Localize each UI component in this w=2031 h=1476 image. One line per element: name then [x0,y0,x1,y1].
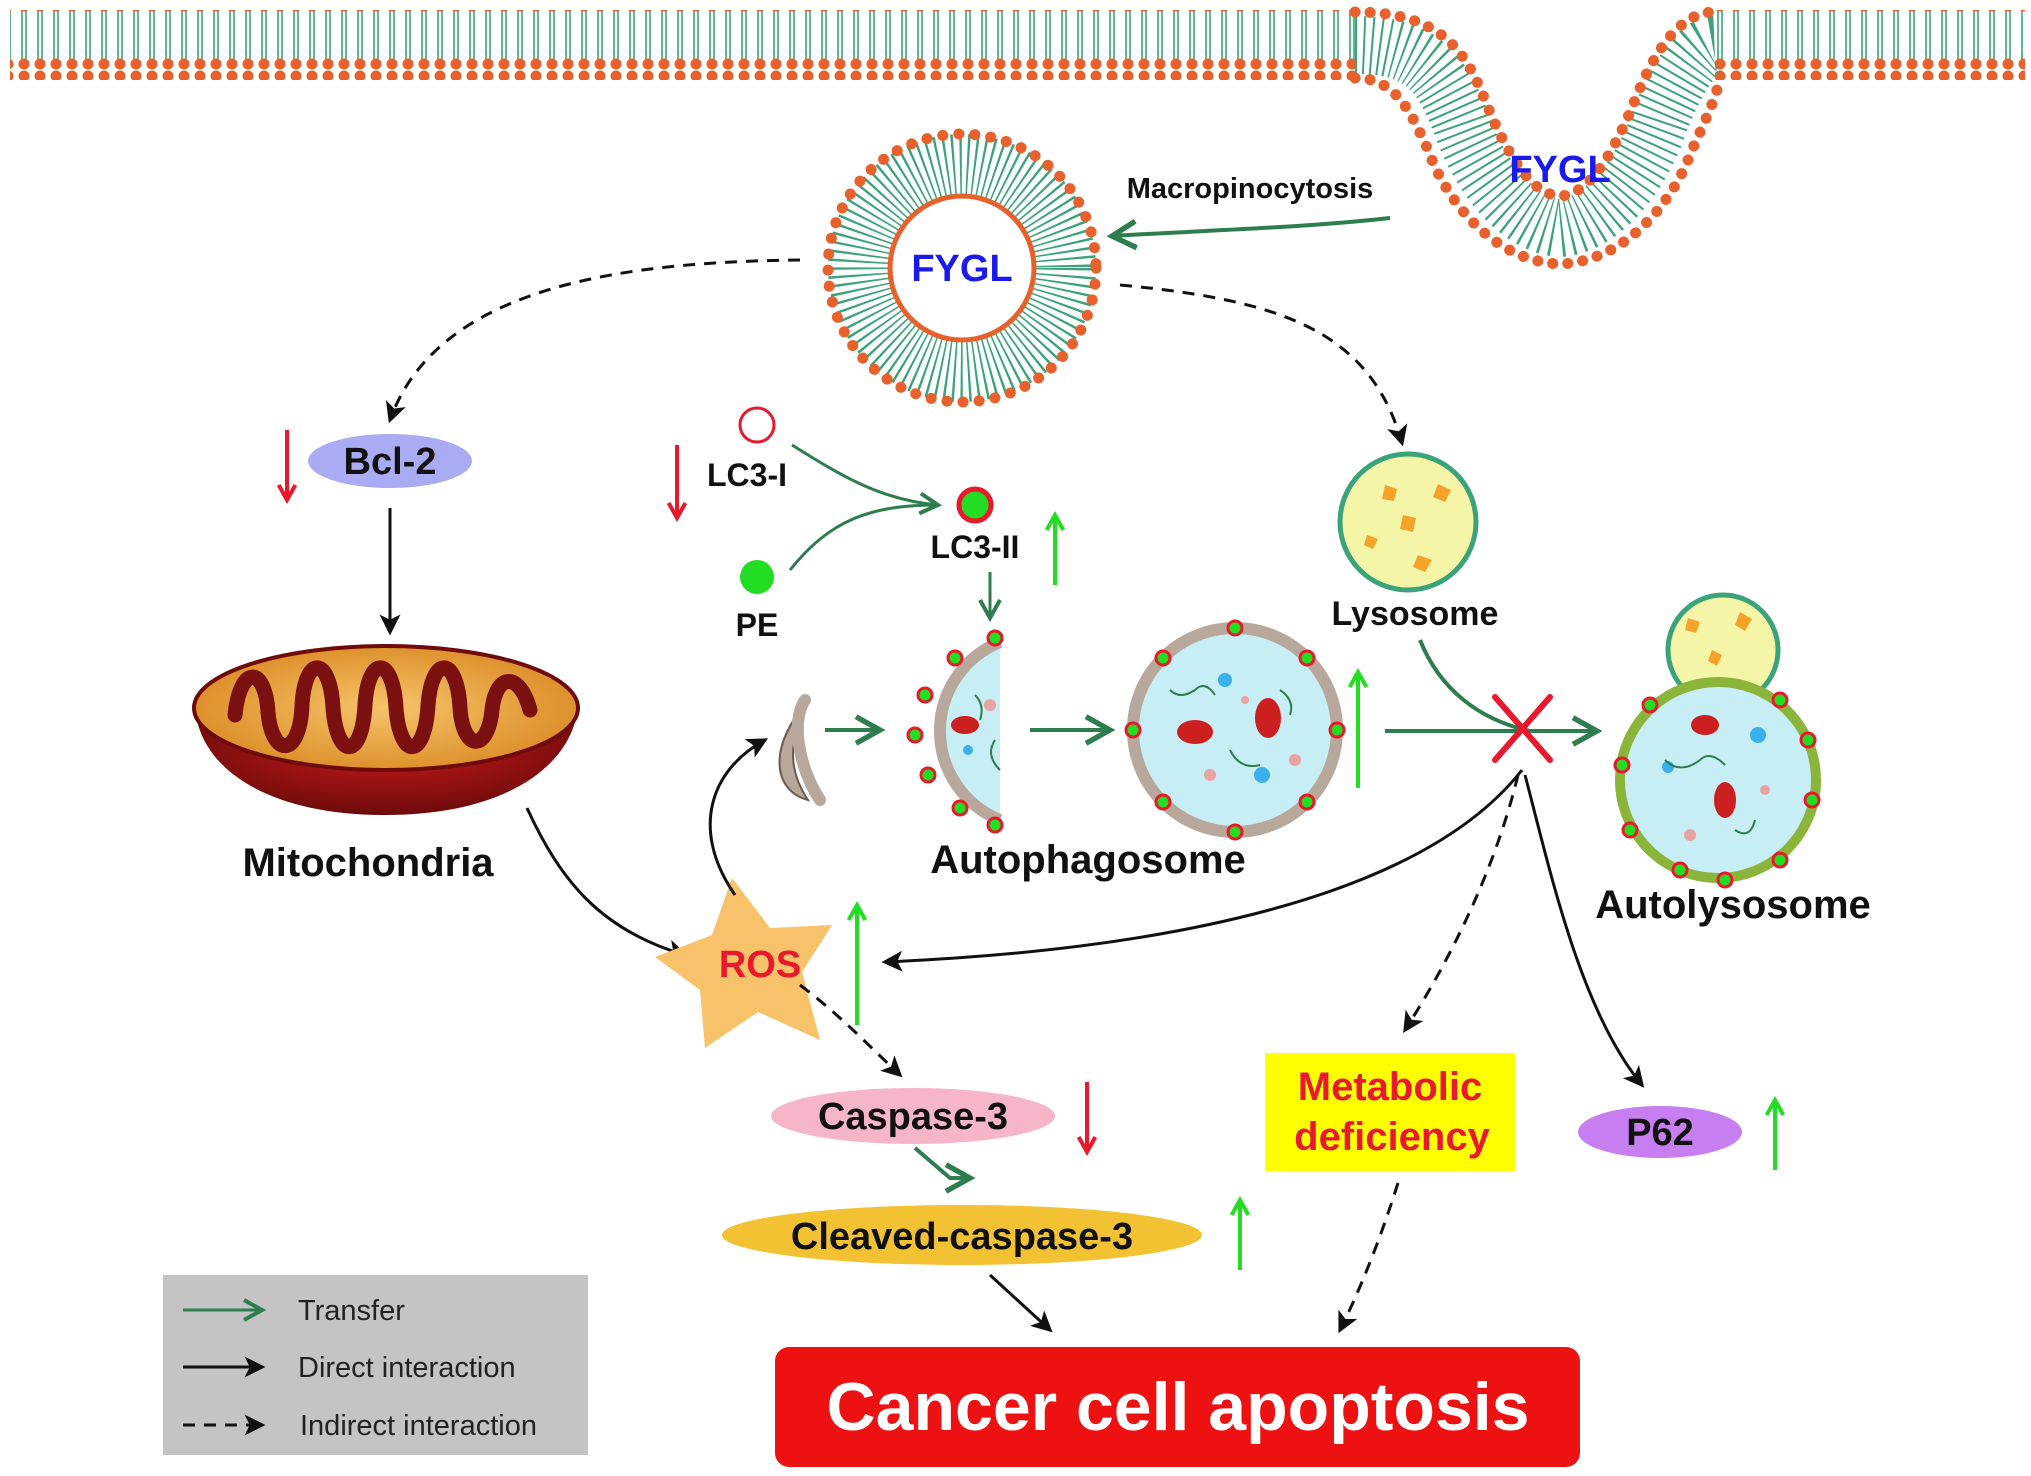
cleaved-caspase3-ellipse [722,1205,1202,1265]
lysosome-label: Lysosome [1332,595,1499,633]
blocked-x-icon [1492,694,1553,763]
cleaved-to-apoptosis-arrow [988,1273,1053,1333]
ros-star [655,878,832,1048]
autolysosome-label: Autolysosome [1595,883,1871,927]
legend-direct-label: Direct interaction [298,1352,516,1384]
lc3i-circle [738,406,776,444]
bcl2-label: Bcl-2 [344,441,437,483]
legend: Transfer Direct interaction Indirect int… [163,1275,588,1455]
caspase3-label: Caspase-3 [818,1096,1008,1138]
autolysosome-icon [1613,592,1821,889]
metabolic-line1-label: Metabolic [1298,1065,1482,1109]
pe-to-lc3ii-arrow [788,503,939,571]
plasma-membrane: FYGL [10,6,2025,270]
vesicle-to-lysosome-arrow [1119,283,1408,447]
lc3i-to-lc3ii-arrow [791,443,938,505]
metabolic-line2-label: deficiency [1294,1115,1490,1159]
bcl2-ellipse [308,434,472,488]
pe-circle [740,560,774,594]
fygl-vesicle-label: FYGL [911,248,1012,290]
lysosome-icon [1337,451,1479,593]
macropinocytosis-arrow [1112,216,1391,236]
apoptosis-box [775,1347,1580,1467]
block-to-ros-arrow [881,769,1524,972]
lc3i-label: LC3-I [707,457,787,493]
fygl-vesicle: FYGL [822,128,1102,408]
macropinocytosis-label: Macropinocytosis [1127,173,1374,205]
cleaved-caspase3-label: Cleaved-caspase-3 [791,1216,1133,1258]
lc3ii-circle [956,486,994,524]
caspase3-ellipse [771,1088,1055,1144]
autophagosome-label: Autophagosome [930,838,1246,882]
block-to-p62-arrow [1523,774,1645,1088]
ros-to-caspase3-arrow [799,983,903,1078]
ros-label: ROS [719,944,801,986]
legend-transfer-label: Transfer [298,1295,405,1327]
block-to-metabolic-arrow [1403,774,1520,1033]
fygl-membrane-label: FYGL [1509,149,1610,191]
caspase3-to-cleaved-arrow [913,1146,970,1178]
vesicle-to-bcl2-arrow [386,258,801,424]
apoptosis-label: Cancer cell apoptosis [827,1369,1530,1445]
half-autophagosome [906,629,1004,834]
metabolic-deficiency-box [1265,1053,1515,1171]
pe-label: PE [736,607,779,643]
metabolic-to-apoptosis-arrow [1338,1182,1400,1334]
autophagosome-icon [1124,619,1346,841]
ros-to-phagophore-arrow [708,738,769,896]
lysosome-fusion-arrow [1418,639,1531,733]
legend-indirect-label: Indirect interaction [300,1410,537,1442]
mito-to-ros-arrow [525,807,689,961]
p62-ellipse [1578,1106,1742,1158]
mitochondria-icon [192,644,580,815]
lc3ii-label: LC3-II [931,529,1020,565]
p62-label: P62 [1626,1112,1694,1154]
mitochondria-label: Mitochondria [242,841,494,885]
